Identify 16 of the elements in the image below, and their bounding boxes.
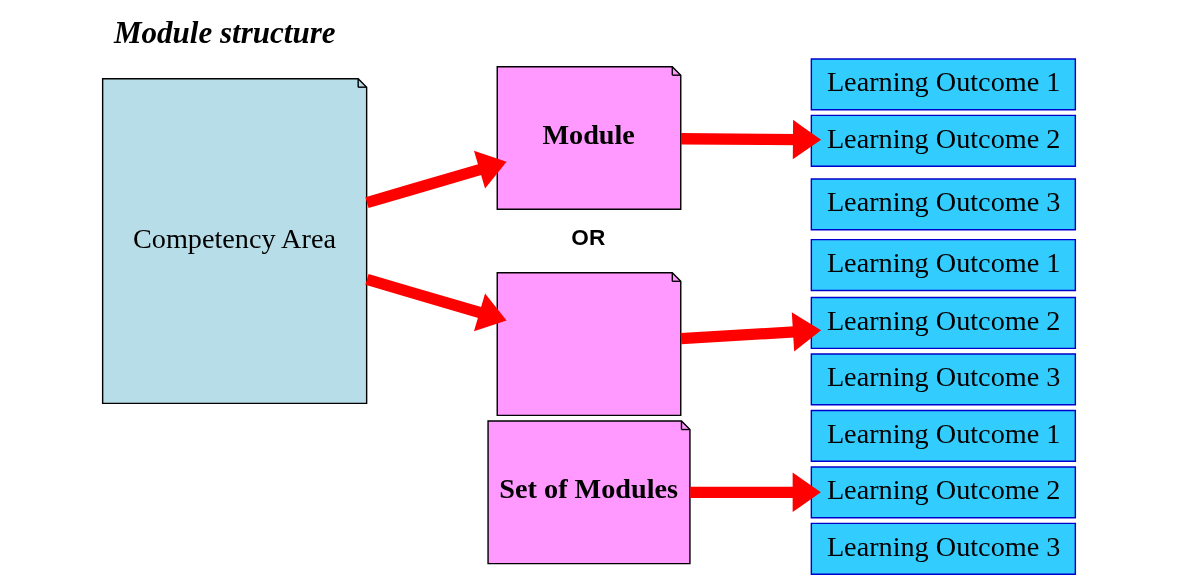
node-box: Learning Outcome 1 <box>810 409 1076 462</box>
node-box: Learning Outcome 3 <box>810 353 1076 406</box>
node-box: Learning Outcome 1 <box>810 58 1076 111</box>
node-box: Learning Outcome 2 <box>810 466 1076 519</box>
node-box: Learning Outcome 3 <box>810 178 1076 231</box>
arrow <box>680 312 821 352</box>
label: OR <box>570 225 605 251</box>
arrow <box>364 274 507 332</box>
node-box: Learning Outcome 2 <box>810 114 1076 167</box>
node-box: Learning Outcome 3 <box>810 522 1076 575</box>
node-box: Learning Outcome 1 <box>810 238 1076 292</box>
arrow <box>680 119 821 160</box>
arrow <box>364 150 507 209</box>
arrow <box>689 472 821 513</box>
node-box: Learning Outcome 2 <box>810 296 1076 350</box>
diagram-title: Module structure <box>113 14 336 50</box>
